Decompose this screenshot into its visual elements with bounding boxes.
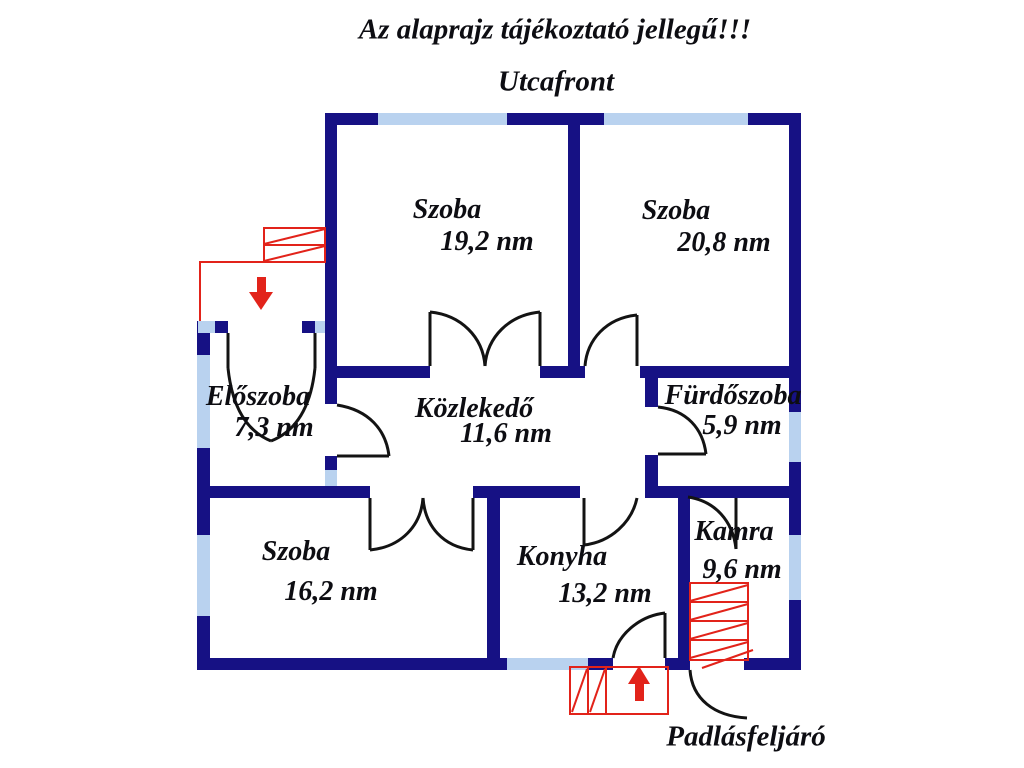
room-area-konyha: 13,2 nm [558,578,652,609]
window-entrance-right [315,321,327,333]
wall-right-upper [789,113,801,412]
room-label-eloszoba: Előszoba [205,381,311,412]
wall-right-mid [789,462,801,535]
wall-szoba16-top-stub [473,486,504,498]
wall-right-lower [789,600,801,670]
kamra-door [687,495,738,550]
window-szoba19-top [378,113,507,125]
back-steps-icon [569,666,669,715]
eloszoba-door [336,403,391,458]
wall-entrance-jamb-left [215,321,228,333]
back-entrance-arrow-up-icon [628,666,650,701]
room-area-szoba16: 16,2 nm [284,576,378,607]
wall-entrance-jamb-right [302,321,315,333]
wall-bottom-left [197,658,507,670]
furdoszoba-door [657,405,708,456]
wall-eloszoba-right-stub [325,456,337,470]
wall-konyha-kamra [678,486,690,670]
cellar-stairs-icon [263,227,326,263]
room-label-kozlekedo: Közlekedő [414,393,534,424]
disclaimer-title: Az alaprajz tájékoztató jellegű!!! [358,13,752,46]
wall-mid-seg3 [640,366,801,378]
konyha-door [582,497,639,547]
szoba20-door [583,313,639,367]
room-area-kamra: 9,6 nm [702,554,782,585]
street-front-label: Utcafront [498,65,614,98]
room-area-kozlekedo: 11,6 nm [460,418,552,449]
room-label-konyha: Konyha [516,541,608,572]
window-furdoszoba-right [789,412,801,462]
room-label-furdoszoba: Fürdőszoba [664,380,802,411]
window-eloszoba-right [325,470,337,487]
wall-mid-seg1 [325,366,430,378]
window-entrance-left [198,321,215,333]
szoba19-double-door [428,310,542,367]
room-area-szoba19: 19,2 nm [440,226,534,257]
room-label-szoba16: Szoba [261,536,331,567]
window-szoba20-top [604,113,748,125]
wall-szoba19-left [325,113,337,404]
wall-bottom-right [744,658,801,670]
konyha-back-door [611,611,667,659]
entrance-double-door [226,333,317,443]
wall-furdoszoba-left-upper [645,366,658,407]
wall-eloszoba-szoba16 [197,486,370,498]
window-eloszoba-left [197,355,210,448]
room-area-furdoszoba: 5,9 nm [702,410,782,441]
room-label-kamra: Kamra [694,516,774,547]
window-kamra-right [789,535,801,600]
wall-szoba19-szoba20 [568,113,580,378]
wall-konyha-top [500,486,580,498]
window-szoba16-left [197,535,210,616]
window-konyha-bottom [507,658,588,670]
attic-stairs-icon [689,582,754,669]
attic-access-label: Padlásfeljáró [666,720,826,753]
room-label-szoba19: Szoba [412,194,482,225]
room-label-szoba20: Szoba [641,195,711,226]
room-area-eloszoba: 7,3 nm [234,412,314,443]
wall-left-lower [197,616,210,670]
szoba16-double-door [368,497,475,552]
entrance-porch-outline [199,261,264,321]
room-area-szoba20: 20,8 nm [677,227,771,258]
padlasfeljaro-door [688,669,748,720]
wall-szoba16-konyha [487,498,500,670]
entrance-arrow-down-icon [249,277,273,310]
wall-mid-seg2 [540,366,585,378]
